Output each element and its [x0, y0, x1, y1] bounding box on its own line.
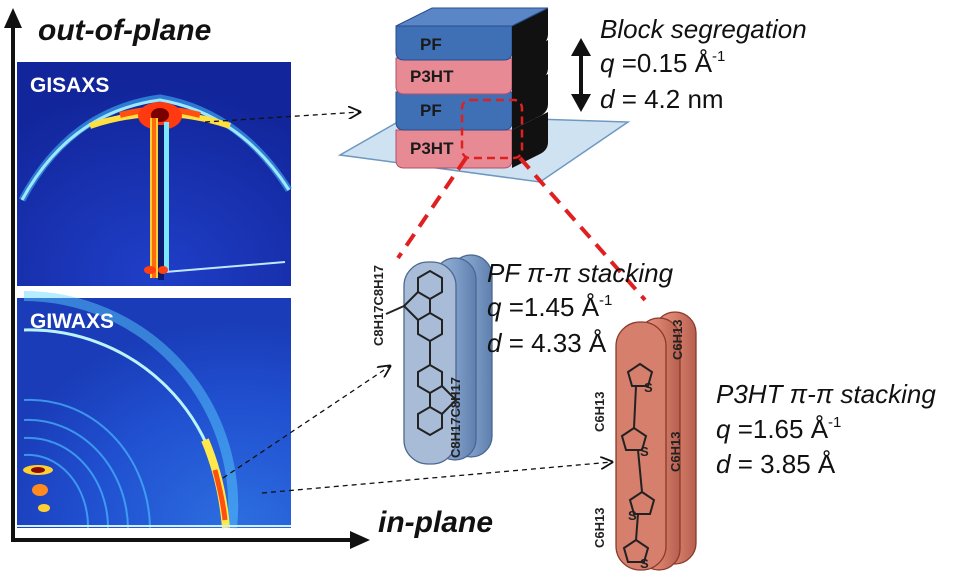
layer-front: [395, 25, 513, 61]
giwaxs-ring-inner-3: [23, 436, 110, 529]
horizontal-axis-arrowhead: [350, 531, 370, 549]
gisaxs-beamstop: [158, 125, 164, 280]
pointer-gisaxs: [204, 112, 360, 123]
zoom-line-left: [396, 156, 468, 260]
horizontal-axis-label: in-plane: [378, 506, 493, 539]
layer-side: [512, 112, 548, 168]
layer-label-3: PF: [420, 101, 442, 120]
pf-substituent-1: C8H17C8H17: [371, 265, 386, 346]
giwaxs-ring-outer: [23, 291, 239, 529]
giwaxs-label: GIWAXS: [30, 310, 114, 333]
giwaxs-ring-inner-2: [23, 418, 129, 529]
giwaxs-spot-2: [32, 484, 48, 496]
pf-substituent-2: C8H17C8H17: [448, 377, 463, 458]
p3ht-sulfur-4: S: [640, 556, 649, 571]
layer-side: [512, 8, 548, 60]
layer-label-1: PF: [420, 35, 442, 54]
layer-front: [395, 91, 513, 131]
gisaxs-horizon: [164, 261, 286, 273]
vertical-axis-arrowhead: [4, 8, 22, 28]
block-q: q =0.15 Å-1: [600, 48, 725, 78]
giwaxs-spot-3: [38, 504, 50, 512]
axes: out-of-plane in-plane: [4, 8, 493, 549]
p3ht-backbone: [620, 362, 656, 563]
p3ht-substituent-1: C6H13: [592, 392, 607, 432]
pf-stack-diagram: C8H17C8H17 C8H17C8H17: [371, 254, 493, 465]
gisaxs-arc-bright: [20, 98, 291, 201]
layer-front: [395, 129, 513, 169]
p3ht-sulfur-2: S: [640, 444, 649, 459]
pointer-giwaxs-pf: [222, 366, 390, 479]
stack-layer-4: P3HT: [395, 112, 548, 169]
p3ht-sulfur-3: S: [628, 508, 637, 523]
gisaxs-spot-1: [144, 266, 156, 274]
p3ht-stack-diagram: S S S S C6H13 C6H13 C6H13 C6H13: [592, 311, 697, 571]
gisaxs-streak-left-core: [152, 118, 156, 278]
pf-q: q =1.45 Å-1: [487, 292, 612, 322]
layer-label-2: P3HT: [410, 67, 454, 86]
gisaxs-label: GISAXS: [30, 74, 109, 97]
p3ht-sulfur-1: S: [644, 380, 653, 395]
layer-top: [395, 7, 549, 27]
period-arrow: [571, 38, 591, 112]
gisaxs-streak-right: [164, 122, 169, 272]
giwaxs-spot-1-core: [31, 467, 45, 473]
layer-label-4: P3HT: [410, 139, 454, 158]
giwaxs-arc-red: [212, 469, 228, 521]
zoom-box: [460, 98, 524, 160]
block-d: d = 4.2 nm: [600, 84, 724, 114]
p3ht-substituent-2: C6H13: [592, 508, 607, 548]
zoom-line-right: [518, 156, 647, 302]
p3ht-d: d = 3.85 Å: [716, 449, 836, 479]
layer-front: [395, 57, 513, 95]
p3ht-title: P3HT π-π stacking: [716, 379, 936, 409]
giwaxs-ring-inner-1: [23, 398, 151, 529]
p3ht-substituent-3: C6H13: [670, 320, 685, 360]
stack-layer-1: PF: [395, 7, 549, 61]
vertical-axis-label: out-of-plane: [38, 14, 211, 47]
pf-annotation: PF π-π stacking q =1.45 Å-1 d = 4.33 Å: [487, 258, 674, 358]
p3ht-q: q =1.65 Å-1: [716, 414, 841, 444]
gisaxs-spot-2: [158, 266, 168, 274]
pf-backbone: [385, 269, 458, 437]
pf-title: PF π-π stacking: [487, 258, 674, 288]
gisaxs-panel: GISAXS: [17, 62, 292, 286]
giwaxs-panel: GIWAXS: [17, 291, 291, 529]
layer-stack-diagram: P3HT PF P3HT PF: [337, 7, 631, 183]
p3ht-sheet-front: [615, 321, 667, 571]
block-title: Block segregation: [600, 14, 807, 44]
giwaxs-pattern-background: [17, 298, 291, 528]
p3ht-substituent-4: C6H13: [668, 432, 683, 472]
pf-d: d = 4.33 Å: [487, 328, 607, 358]
giwaxs-ring-inner-4: [23, 453, 90, 529]
block-annotation: Block segregation q =0.15 Å-1 d = 4.2 nm: [600, 14, 807, 114]
pointer-giwaxs-p3ht: [261, 462, 612, 494]
p3ht-annotation: P3HT π-π stacking q =1.65 Å-1 d = 3.85 Å: [716, 379, 936, 479]
